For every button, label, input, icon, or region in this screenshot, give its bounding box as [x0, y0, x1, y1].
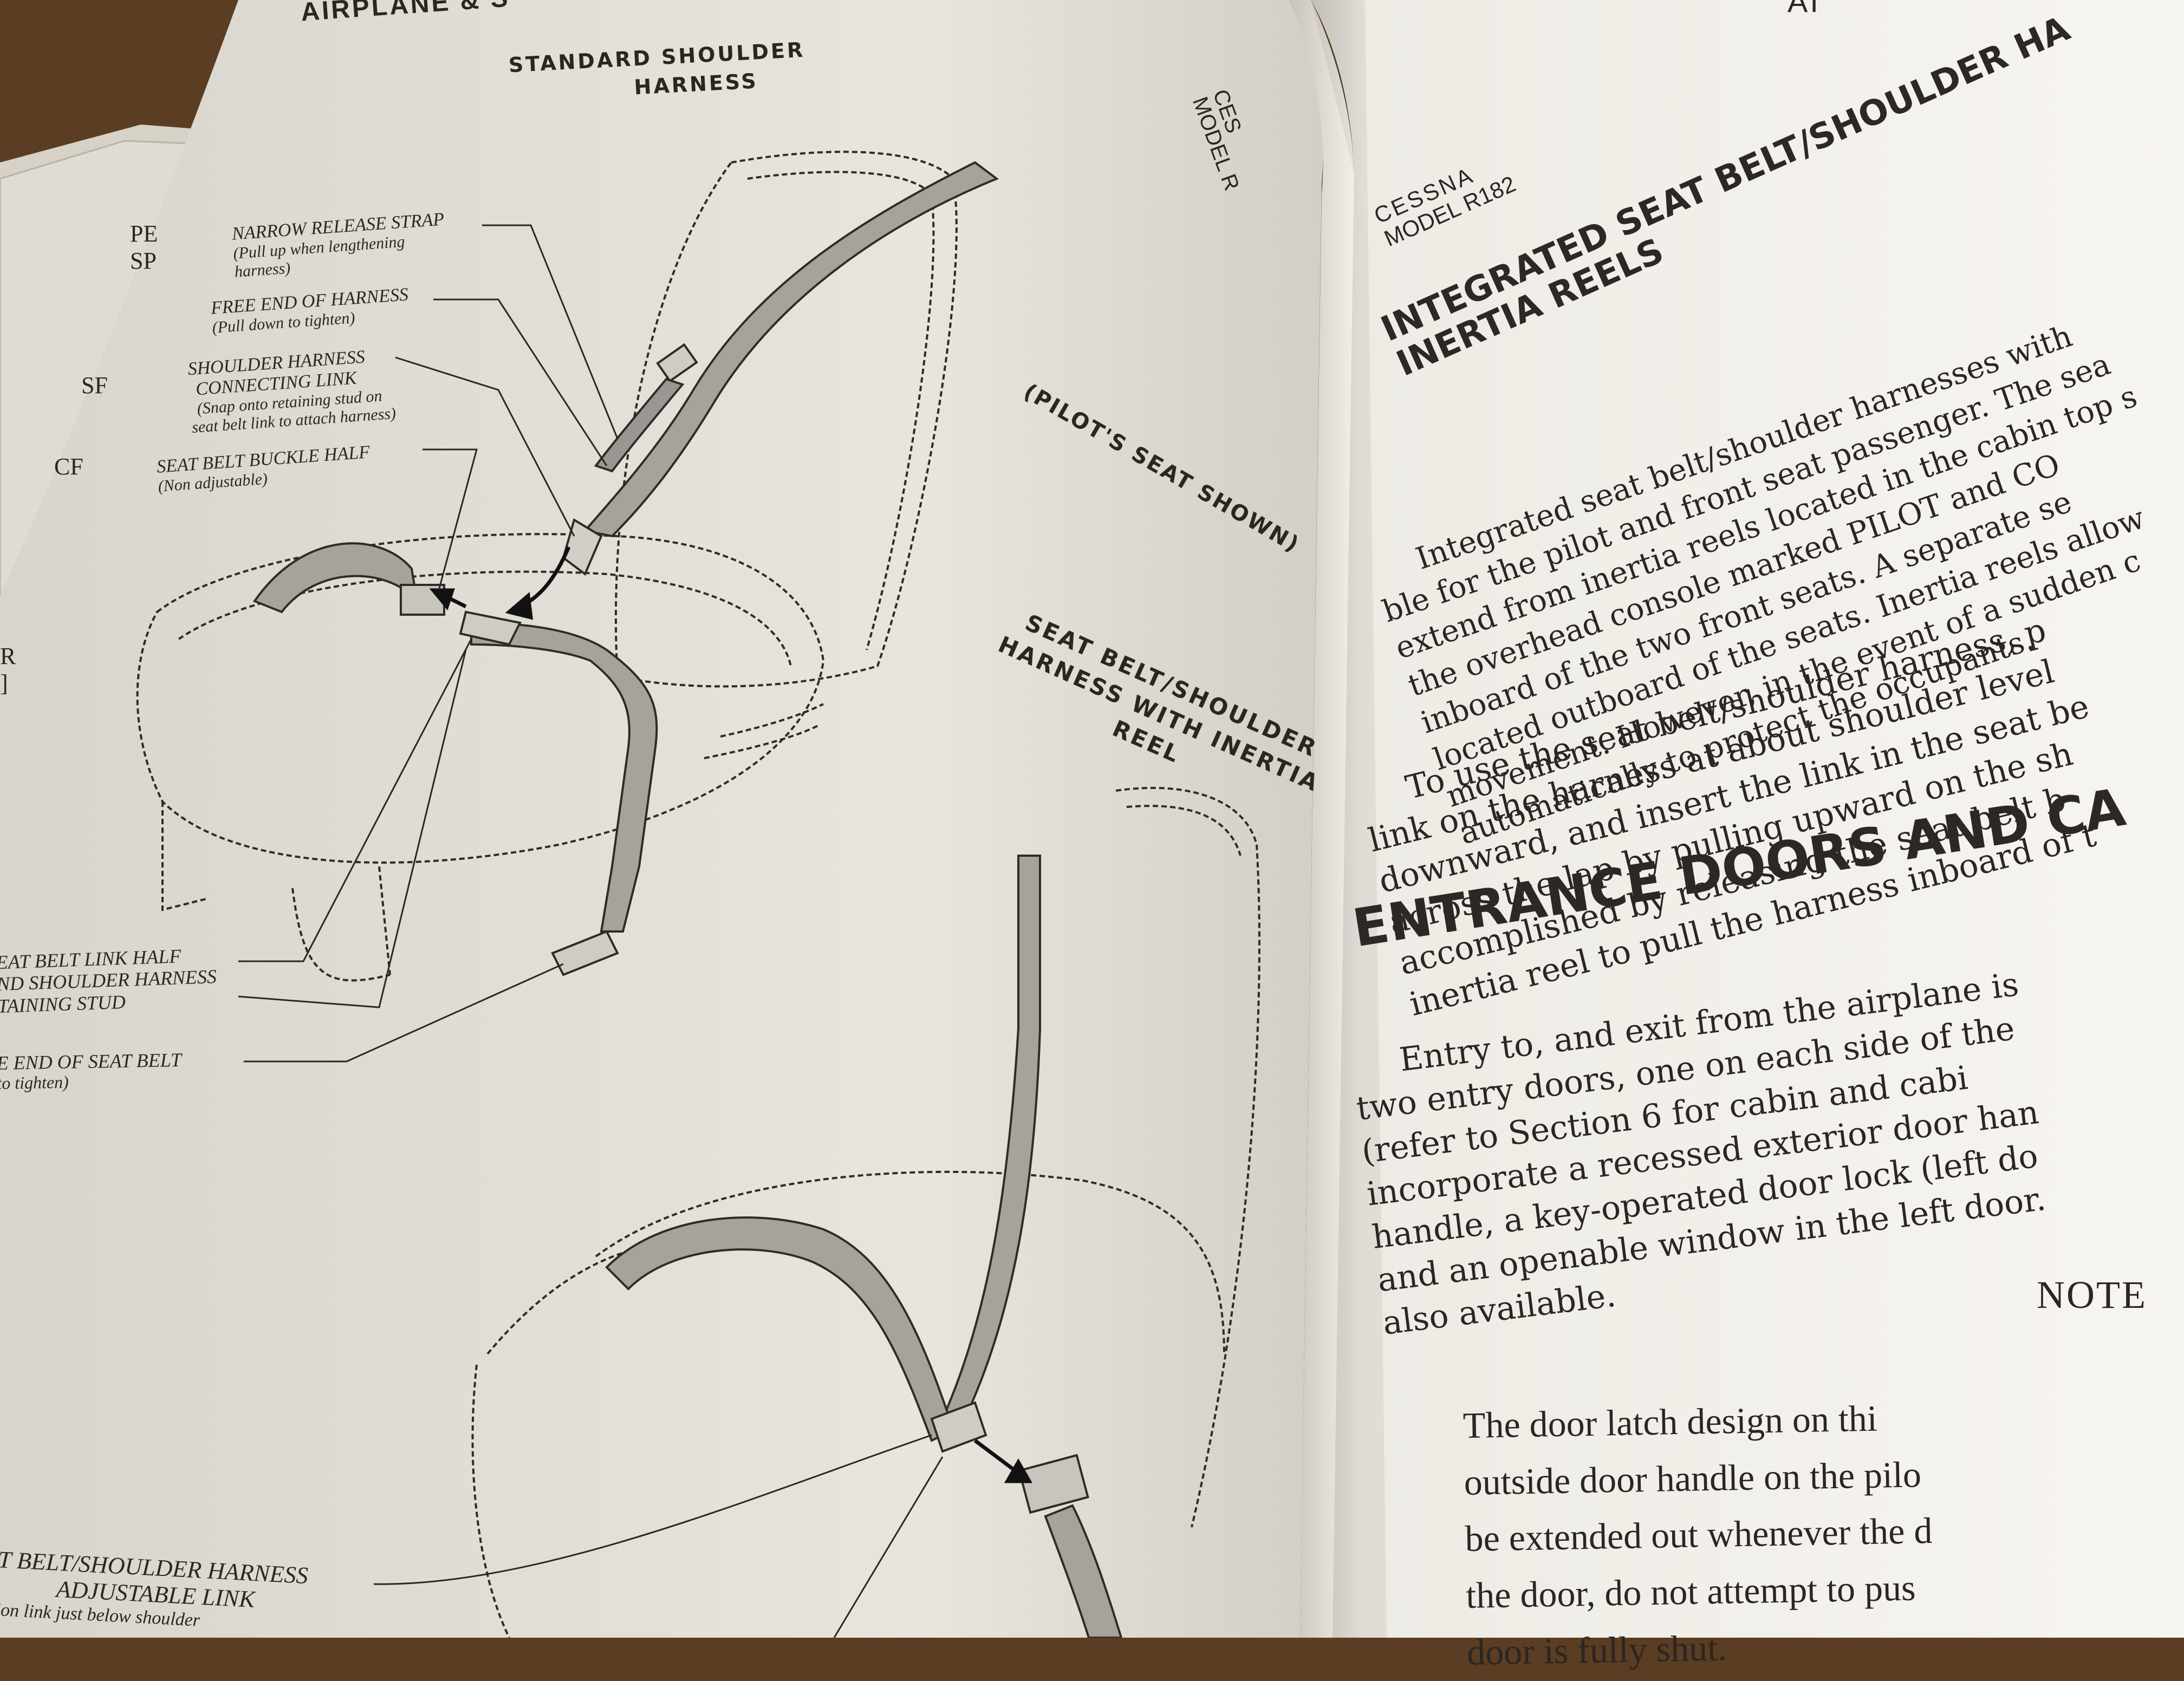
note-text: The door latch design on thi outside doo…: [1462, 1389, 1935, 1681]
diagram-arrows-top: [429, 546, 571, 620]
right-page: [1311, 0, 2184, 1638]
fragment-sp: SP: [130, 247, 157, 274]
text-line: outside door handle on the pilo: [1464, 1453, 1922, 1503]
fragment-pe: PE: [130, 220, 158, 247]
seat-belt-straps-top: [252, 161, 999, 976]
text-line: the door, do not attempt to pus: [1465, 1567, 1916, 1617]
seat-belt-straps-bottom: [605, 855, 1123, 1638]
callout-title: E END OF SEAT BELT: [0, 1049, 182, 1074]
text-line: be extended out whenever the d: [1464, 1510, 1933, 1560]
callout-shoulder-harness-link: SHOULDER HARNESS CONNECTING LINK (Snap o…: [187, 345, 396, 436]
book-gutter: [1289, 0, 1354, 1638]
callout-leaders-bottom: [373, 1434, 944, 1638]
fragment-r: R: [0, 643, 16, 669]
callout-seat-belt-link-half: EAT BELT LINK HALF ND SHOULDER HARNESS T…: [0, 944, 218, 1017]
fragment-bracket: ]: [0, 670, 8, 696]
book-scene: [0, 0, 2184, 1638]
text-line: door is fully shut.: [1466, 1627, 1727, 1673]
left-page: [0, 0, 1323, 1638]
diagram-arrows-bottom: [973, 1439, 1033, 1483]
callout-adjustable-link: T BELT/SHOULDER HARNESS ADJUSTABLE LINK …: [0, 1546, 309, 1636]
callout-leaders-top: [238, 224, 619, 1063]
right-running-header: AI: [1787, 0, 1821, 18]
note-title: NOTE: [2037, 1273, 2147, 1317]
text-line: The door latch design on thi: [1462, 1397, 1878, 1446]
fragment-sf: SF: [81, 372, 108, 399]
callout-end-of-seat-belt: E END OF SEAT BELT to tighten): [0, 1049, 182, 1093]
seat-diagram-standard: [136, 151, 958, 982]
fragment-cf: CF: [54, 453, 83, 480]
callout-sub: to tighten): [0, 1072, 69, 1093]
